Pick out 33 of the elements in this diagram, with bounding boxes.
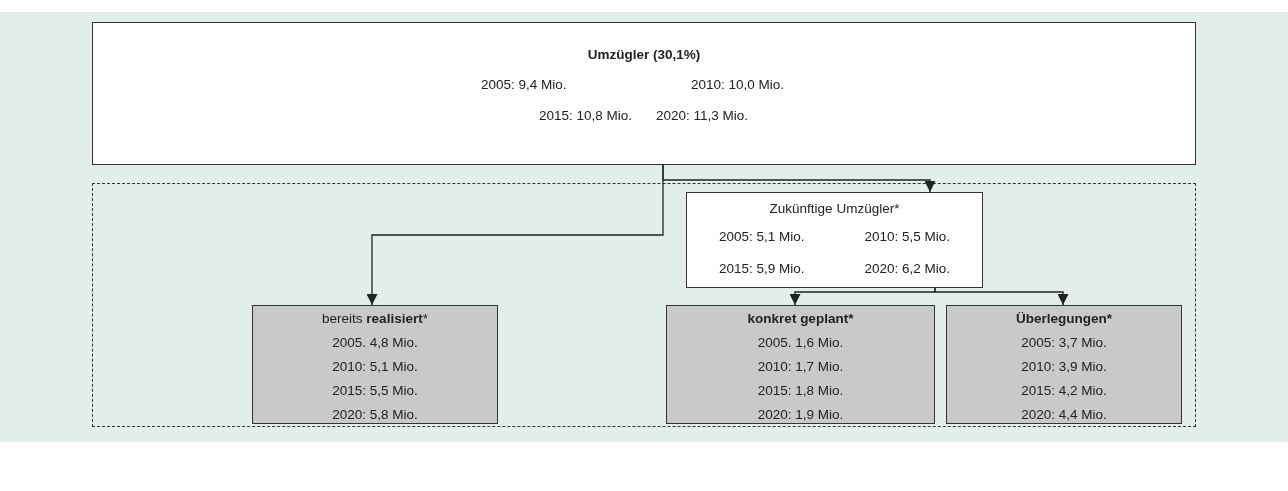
box-title: bereits realisiert* [322, 311, 428, 327]
box-title: Umzügler (30,1%) [586, 46, 702, 64]
value-text: 2005: 3,7 Mio. [1021, 335, 1107, 351]
process-box [92, 22, 1196, 165]
value-text: 2005: 5,1 Mio. [718, 228, 805, 247]
value-text: 2020: 1,9 Mio. [757, 407, 844, 423]
value-text: 2005: 9,4 Mio. [481, 76, 567, 94]
value-text: 2010: 5,5 Mio. [864, 228, 951, 247]
value-text: 2015: 1,8 Mio. [757, 383, 844, 399]
category-box [252, 305, 498, 424]
value-text: 2010: 1,7 Mio. [757, 359, 844, 375]
value-text: 2015: 5,9 Mio. [718, 259, 805, 278]
category-box [666, 305, 935, 424]
category-box [946, 305, 1182, 424]
value-text: 2010: 5,1 Mio. [332, 359, 418, 375]
box-title: konkret geplant* [747, 311, 854, 327]
dashed-group-box [92, 183, 1196, 427]
box-title: Zukünftige Umzügler* [769, 200, 900, 218]
value-text: 2010: 10,0 Mio. [691, 76, 785, 94]
value-text: 2015: 10,8 Mio. [539, 107, 633, 125]
box-title: Überlegungen* [1016, 311, 1112, 327]
value-text: 2015: 4,2 Mio. [1021, 383, 1107, 399]
value-text: 2005. 4,8 Mio. [332, 335, 418, 351]
arrow [366, 164, 664, 306]
value-text: 2005. 1,6 Mio. [757, 335, 844, 351]
value-text: 2020: 4,4 Mio. [1021, 407, 1107, 423]
value-text: 2020: 11,3 Mio. [656, 107, 749, 125]
value-text: 2020: 5,8 Mio. [332, 407, 418, 423]
process-box [686, 192, 983, 288]
arrow [934, 287, 1069, 306]
value-text: 2020: 6,2 Mio. [864, 259, 951, 278]
value-text: 2015: 5,5 Mio. [332, 383, 418, 399]
value-text: 2010: 3,9 Mio. [1021, 359, 1107, 375]
